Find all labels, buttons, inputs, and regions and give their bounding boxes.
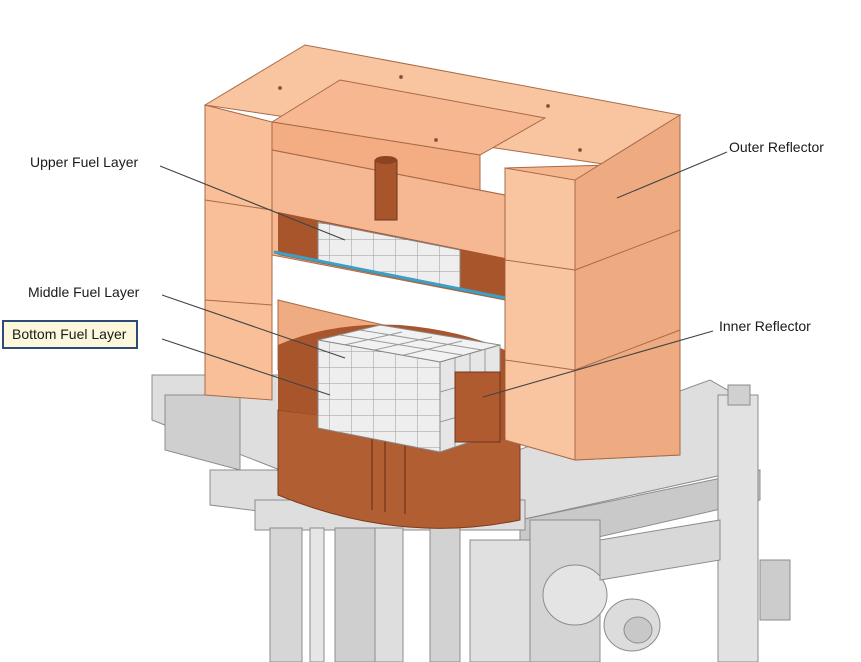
upper-fuel-region — [273, 156, 506, 300]
label-bottom-fuel-layer: Bottom Fuel Layer — [2, 320, 139, 349]
label-upper-fuel-layer: Upper Fuel Layer — [30, 154, 139, 170]
leader-bottom-fuel — [161, 338, 331, 396]
label-middle-fuel-layer: Middle Fuel Layer — [28, 284, 140, 300]
middle-bottom-fuel-region — [278, 324, 505, 453]
leader-outer-reflector — [616, 151, 728, 199]
label-outer-reflector: Outer Reflector — [729, 139, 824, 155]
leader-inner-reflector — [482, 330, 714, 398]
leader-middle-fuel — [161, 294, 346, 359]
label-inner-reflector: Inner Reflector — [719, 318, 811, 334]
leader-lines — [159, 151, 728, 398]
leader-upper-fuel — [159, 165, 346, 241]
